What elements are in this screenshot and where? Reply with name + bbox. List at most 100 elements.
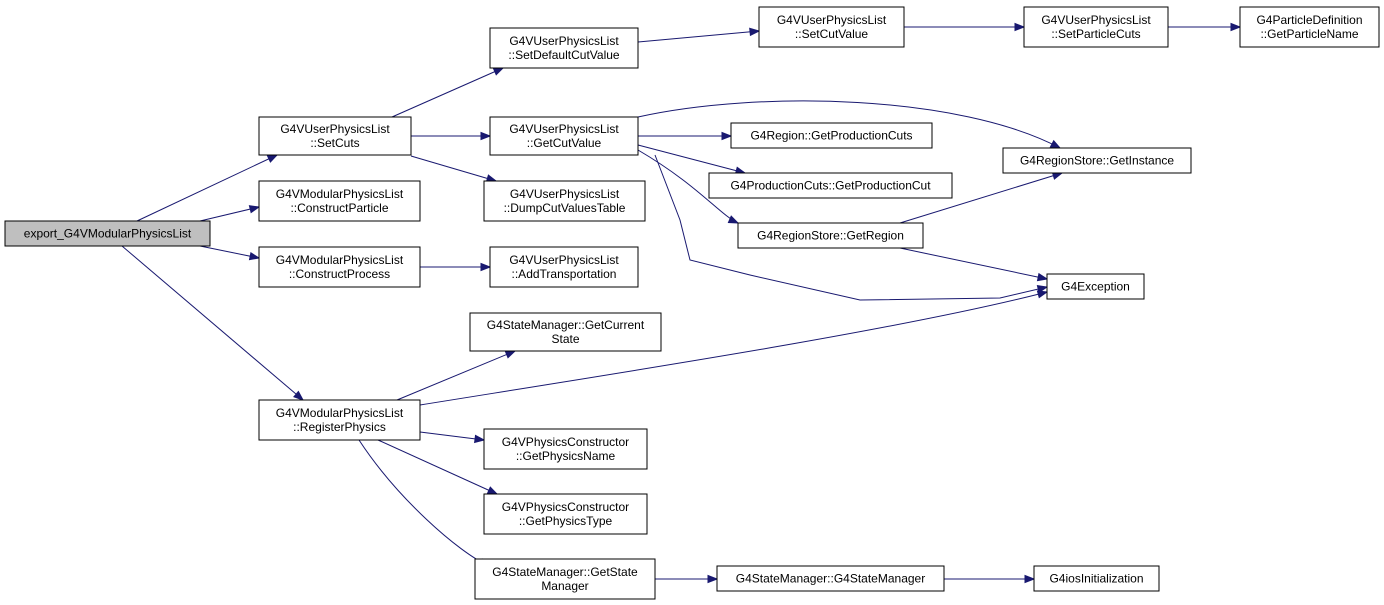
arrowhead-icon bbox=[1230, 22, 1242, 32]
node-label-line: G4ParticleDefinition bbox=[1256, 13, 1362, 27]
node-box bbox=[737, 222, 924, 249]
node-getregion[interactable]: G4RegionStore::GetRegion bbox=[737, 222, 924, 249]
node-label-line: G4VUserPhysicsList bbox=[510, 187, 620, 201]
node-label-line: ::SetCutValue bbox=[795, 27, 868, 41]
edge-registerphysics-to-getstatemanager bbox=[358, 439, 491, 567]
node-label-line: G4VUserPhysicsList bbox=[509, 122, 619, 136]
node-label-line: G4VModularPhysicsList bbox=[276, 187, 404, 201]
node-label-line: ::GetPhysicsType bbox=[519, 514, 613, 528]
node-constructparticle[interactable]: G4VModularPhysicsList::ConstructParticle bbox=[258, 180, 421, 222]
edge-getcutvalue-to-getproductioncuts bbox=[638, 131, 733, 141]
node-getproductioncuts[interactable]: G4Region::GetProductionCuts bbox=[730, 122, 933, 149]
edge-setdefaultcutvalue-to-setcutvalue bbox=[637, 27, 761, 43]
edge-line bbox=[391, 67, 504, 118]
edge-line bbox=[410, 155, 497, 182]
node-constructprocess[interactable]: G4VModularPhysicsList::ConstructProcess bbox=[258, 246, 421, 288]
edge-setparticlecuts-to-getparticlename bbox=[1168, 22, 1242, 32]
node-box bbox=[258, 399, 421, 441]
node-root[interactable]: export_G4VModularPhysicsList bbox=[4, 220, 211, 247]
node-label-line: ::SetParticleCuts bbox=[1051, 27, 1140, 41]
edge-line bbox=[377, 439, 498, 495]
edge-line bbox=[199, 206, 260, 222]
node-label-line: ::GetPhysicsName bbox=[516, 449, 616, 463]
edge-line bbox=[637, 144, 746, 174]
node-getphysicstype[interactable]: G4VPhysicsConstructor::GetPhysicsType bbox=[483, 493, 648, 535]
arrowhead-icon bbox=[727, 215, 740, 224]
arrowhead-icon bbox=[474, 434, 486, 444]
edge-line bbox=[899, 247, 1048, 280]
node-box bbox=[258, 246, 421, 288]
node-label-line: export_G4VModularPhysicsList bbox=[24, 227, 192, 241]
node-label-line: G4StateManager::G4StateManager bbox=[736, 572, 925, 586]
edge-setcuts-to-getcutvalue bbox=[411, 131, 492, 141]
node-box bbox=[489, 27, 639, 69]
node-addtransportation[interactable]: G4VUserPhysicsList::AddTransportation bbox=[489, 246, 639, 288]
node-g4statemanagerctor[interactable]: G4StateManager::G4StateManager bbox=[716, 565, 945, 592]
node-box bbox=[483, 428, 648, 470]
arrowhead-icon bbox=[1024, 574, 1036, 584]
arrowhead-icon bbox=[492, 67, 505, 76]
node-getproductioncut[interactable]: G4ProductionCuts::GetProductionCut bbox=[708, 172, 953, 199]
node-g4exception[interactable]: G4Exception bbox=[1046, 273, 1145, 300]
node-box bbox=[489, 116, 639, 156]
node-dumpcutvaluestable[interactable]: G4VUserPhysicsList::DumpCutValuesTable bbox=[483, 180, 646, 222]
node-getinstance[interactable]: G4RegionStore::GetInstance bbox=[1002, 147, 1192, 174]
arrowhead-icon bbox=[486, 486, 499, 495]
node-label-line: G4Exception bbox=[1061, 280, 1130, 294]
node-box bbox=[258, 180, 421, 222]
edges-layer bbox=[121, 22, 1242, 584]
edge-line bbox=[358, 439, 490, 567]
edge-line bbox=[419, 291, 1048, 406]
node-label-line: G4Region::GetProductionCuts bbox=[750, 129, 912, 143]
node-box bbox=[483, 180, 646, 222]
node-getparticlename[interactable]: G4ParticleDefinition::GetParticleName bbox=[1239, 6, 1380, 48]
node-label-line: G4VUserPhysicsList bbox=[280, 122, 390, 136]
node-box bbox=[1002, 147, 1192, 174]
arrowhead-icon bbox=[248, 205, 261, 214]
edge-line bbox=[637, 100, 1061, 149]
node-label-line: G4iosInitialization bbox=[1049, 572, 1143, 586]
node-label-line: G4VModularPhysicsList bbox=[276, 253, 404, 267]
node-setdefaultcutvalue[interactable]: G4VUserPhysicsList::SetDefaultCutValue bbox=[489, 27, 639, 69]
edge-line bbox=[899, 172, 1063, 224]
arrowhead-icon bbox=[293, 390, 305, 401]
node-box bbox=[1023, 6, 1169, 48]
node-setcuts[interactable]: G4VUserPhysicsList::SetCuts bbox=[258, 116, 412, 156]
node-setcutvalue[interactable]: G4VUserPhysicsList::SetCutValue bbox=[758, 6, 905, 48]
node-box bbox=[258, 116, 412, 156]
node-label-line: G4RegionStore::GetInstance bbox=[1020, 154, 1174, 168]
node-label-line: G4VModularPhysicsList bbox=[276, 406, 404, 420]
node-label-line: ::ConstructProcess bbox=[289, 267, 390, 281]
edge-getcutvalue-to-g4exception bbox=[654, 154, 1049, 301]
node-label-line: G4VPhysicsConstructor bbox=[502, 435, 629, 449]
arrowhead-icon bbox=[1036, 272, 1049, 282]
edge-constructprocess-to-addtransportation bbox=[420, 262, 492, 272]
node-setparticlecuts[interactable]: G4VUserPhysicsList::SetParticleCuts bbox=[1023, 6, 1169, 48]
node-box bbox=[489, 246, 639, 288]
node-label-line: ::GetCutValue bbox=[527, 136, 602, 150]
node-box bbox=[716, 565, 945, 592]
node-g4iosinit[interactable]: G4iosInitialization bbox=[1033, 565, 1160, 592]
node-getcutvalue[interactable]: G4VUserPhysicsList::GetCutValue bbox=[489, 116, 639, 156]
node-getphysicsname[interactable]: G4VPhysicsConstructor::GetPhysicsName bbox=[483, 428, 648, 470]
arrowhead-icon bbox=[1036, 290, 1049, 299]
edge-line bbox=[637, 30, 760, 43]
node-registerphysics[interactable]: G4VModularPhysicsList::RegisterPhysics bbox=[258, 399, 421, 441]
arrowhead-icon bbox=[248, 251, 261, 261]
arrowhead-icon bbox=[1014, 22, 1026, 32]
node-label-line: ::ConstructParticle bbox=[290, 201, 388, 215]
edge-root-to-constructprocess bbox=[199, 245, 261, 261]
nodes-layer: export_G4VModularPhysicsListG4VUserPhysi… bbox=[4, 6, 1380, 600]
edge-registerphysics-to-getphysicstype bbox=[377, 439, 499, 495]
edge-root-to-registerphysics bbox=[121, 245, 305, 401]
edge-getcutvalue-to-getinstance bbox=[637, 100, 1062, 149]
edge-root-to-constructparticle bbox=[199, 205, 261, 222]
node-label-line: G4VUserPhysicsList bbox=[777, 13, 887, 27]
arrowhead-icon bbox=[721, 131, 733, 141]
arrowhead-icon bbox=[707, 574, 719, 584]
edge-setcuts-to-dumpcutvaluestable bbox=[410, 155, 498, 183]
arrowhead-icon bbox=[266, 154, 279, 163]
